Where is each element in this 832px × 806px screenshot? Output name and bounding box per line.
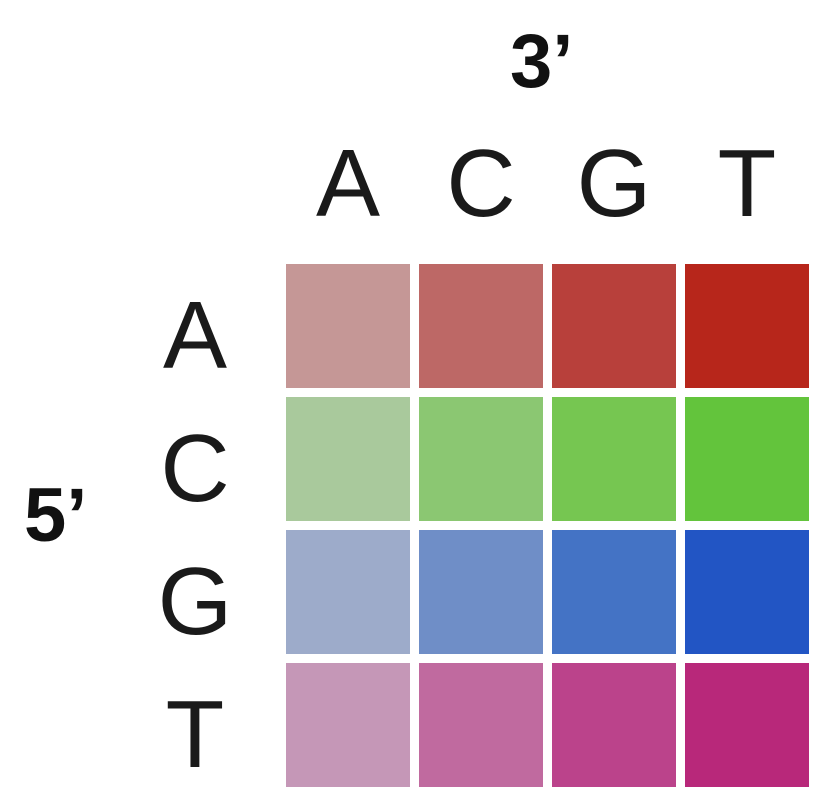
row-label-a: A xyxy=(162,282,228,389)
cell-c-c xyxy=(419,397,543,521)
cell-g-c xyxy=(419,530,543,654)
cell-c-t xyxy=(685,397,809,521)
cell-g-t xyxy=(685,530,809,654)
cell-a-c xyxy=(419,264,543,388)
cell-g-a xyxy=(286,530,410,654)
column-label-t: T xyxy=(717,130,777,237)
cell-t-a xyxy=(286,663,410,787)
row-label-g: G xyxy=(157,548,233,655)
cell-a-g xyxy=(552,264,676,388)
five-prime-title: 5’ xyxy=(24,473,88,558)
cell-a-a xyxy=(286,264,410,388)
three-prime-title: 3’ xyxy=(510,19,574,104)
cell-t-t xyxy=(685,663,809,787)
cell-a-t xyxy=(685,264,809,388)
cell-c-g xyxy=(552,397,676,521)
column-label-c: C xyxy=(446,130,516,237)
column-label-g: G xyxy=(576,130,652,237)
cell-c-a xyxy=(286,397,410,521)
column-label-a: A xyxy=(315,130,381,237)
cell-t-g xyxy=(552,663,676,787)
row-label-t: T xyxy=(165,681,225,788)
cell-t-c xyxy=(419,663,543,787)
dinucleotide-color-grid xyxy=(286,264,818,796)
row-label-c: C xyxy=(160,415,230,522)
cell-g-g xyxy=(552,530,676,654)
